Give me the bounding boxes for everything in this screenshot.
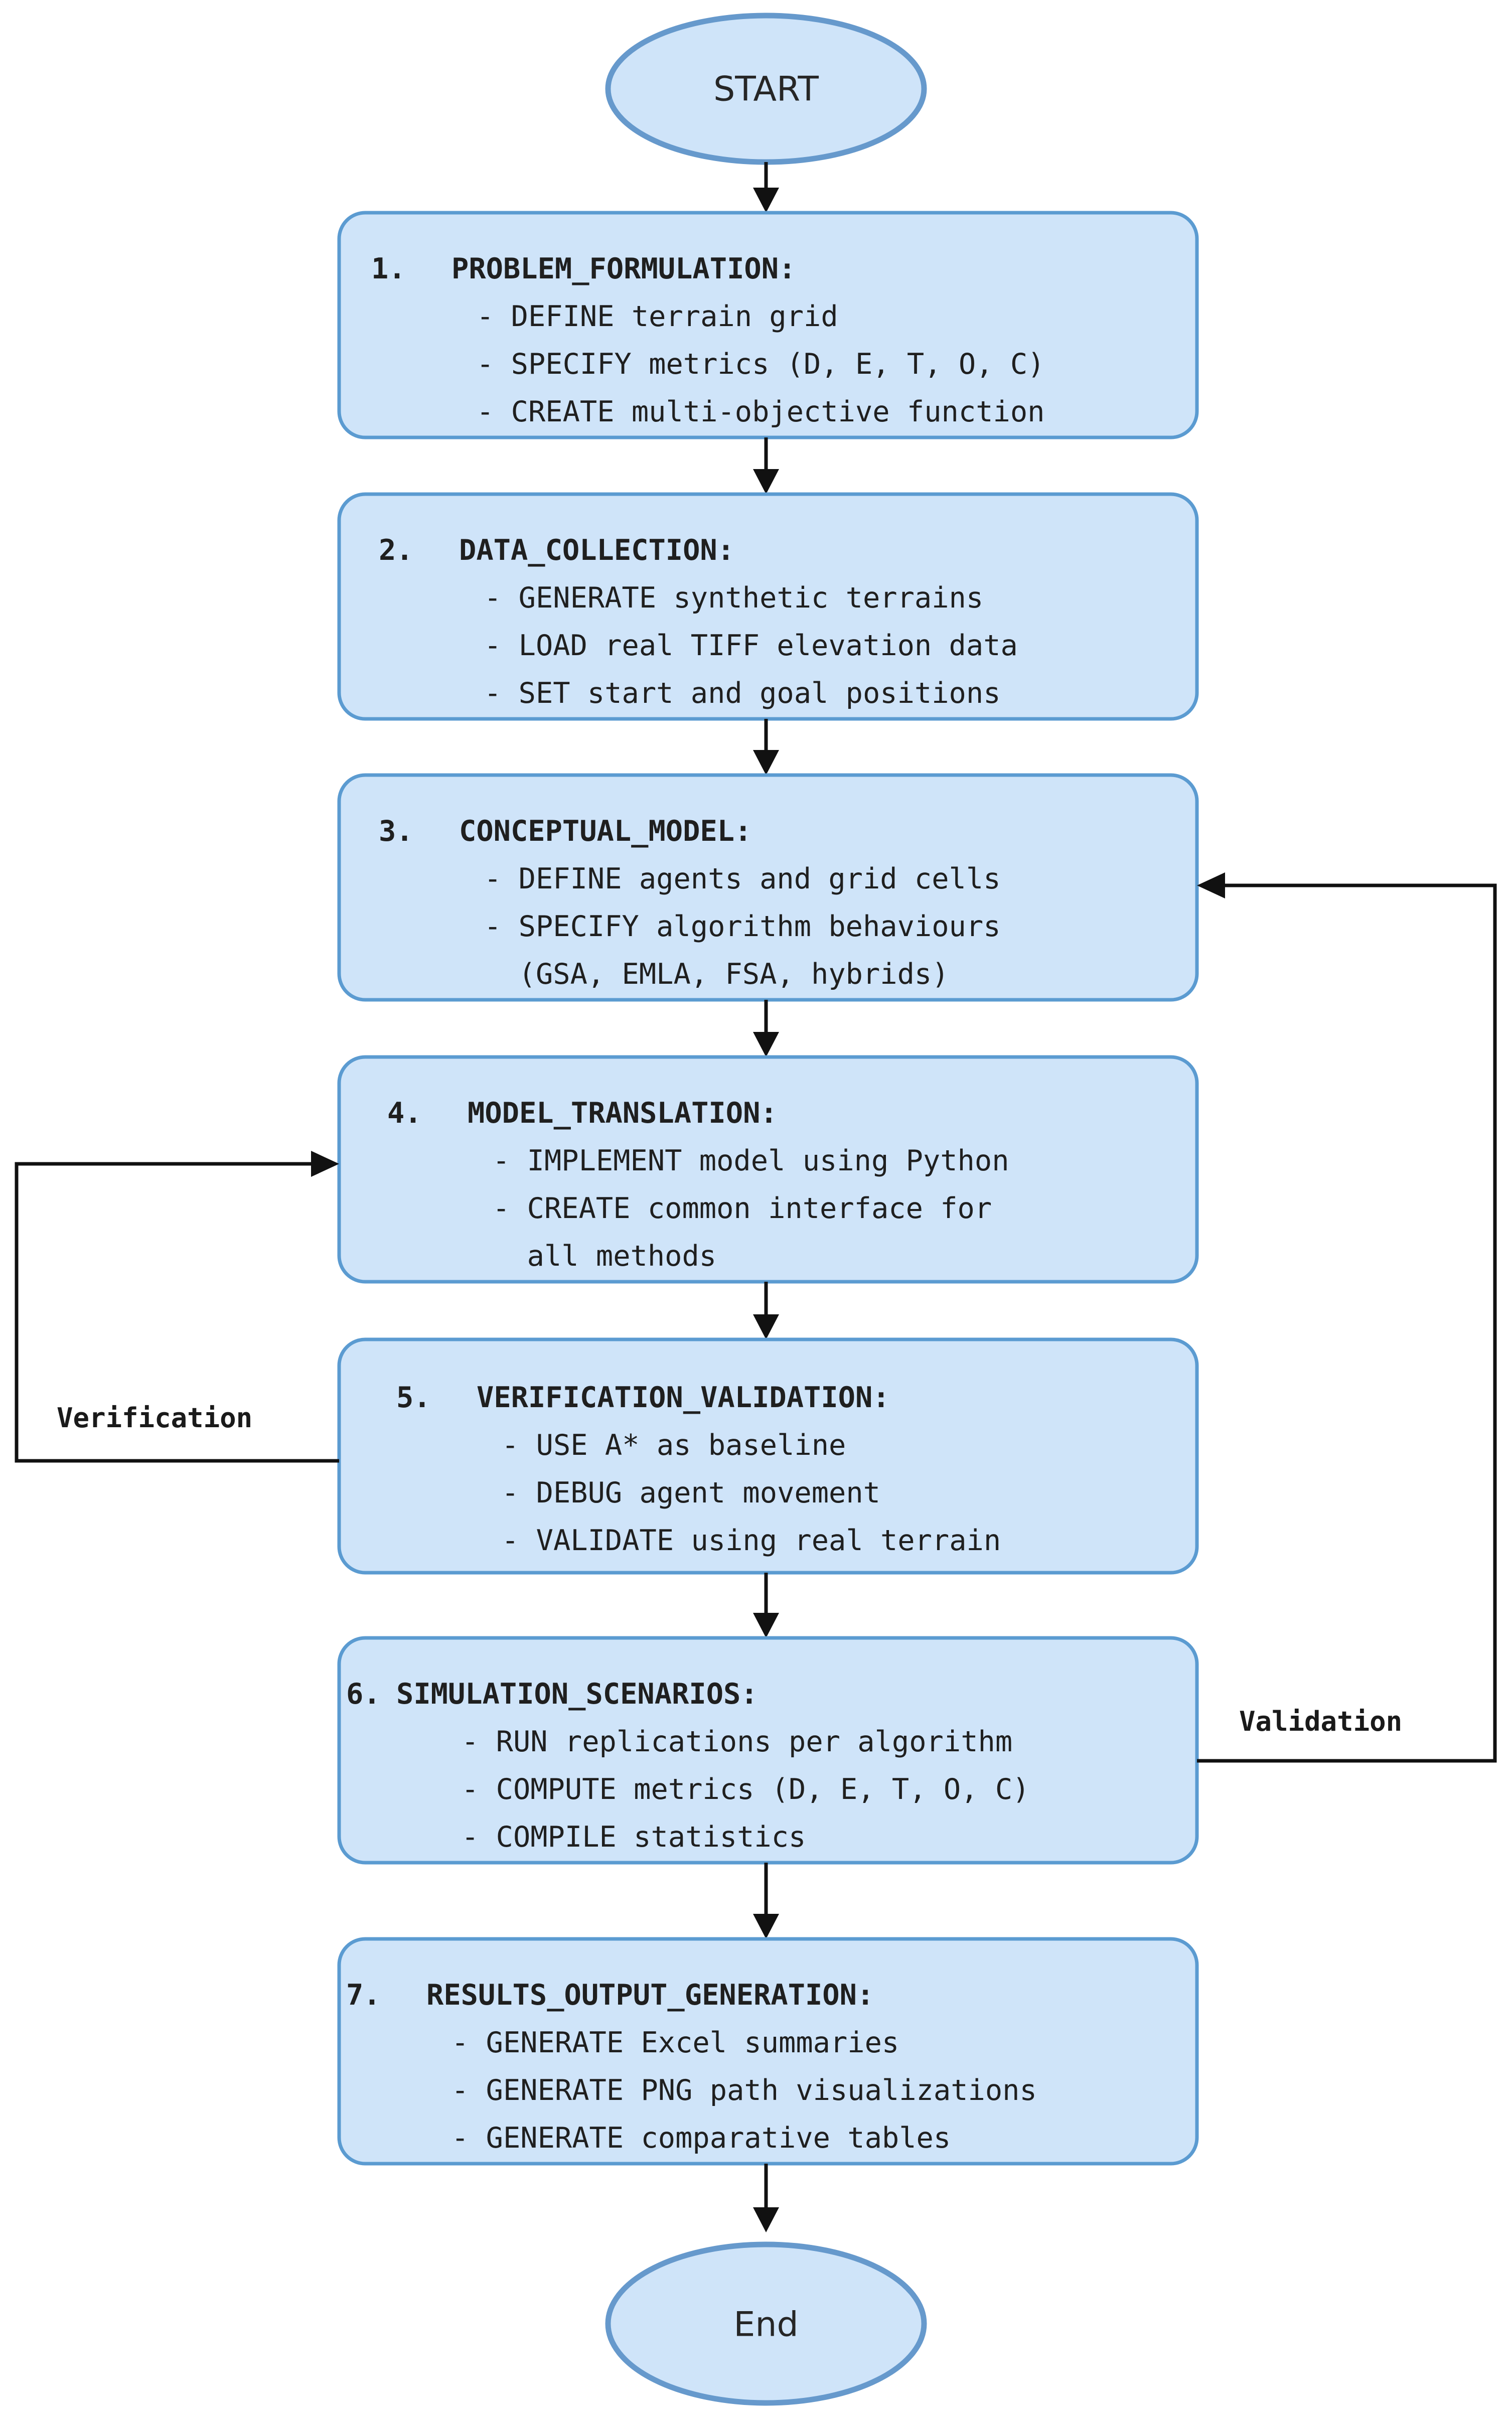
step-4-title: MODEL_TRANSLATION: [468, 1097, 778, 1130]
edge-step6-to-step7 [753, 1863, 779, 1939]
edge-step7-to-end [753, 2164, 779, 2232]
arrowhead-icon [753, 1314, 779, 1339]
edge-start-to-step1 [753, 162, 779, 213]
edge-label-verification: Verification [57, 1402, 252, 1434]
arrowhead-icon [753, 2207, 779, 2232]
step-2-item-2: - SET start and goal positions [484, 677, 1001, 710]
edge-validation-feedback: Validation [1197, 872, 1497, 1763]
step-6-item-2: - COMPILE statistics [462, 1821, 806, 1854]
edge-step3-to-step4 [753, 1000, 779, 1057]
step-2-item-0: - GENERATE synthetic terrains [484, 581, 983, 615]
step-6-rect [337, 1636, 1199, 1865]
step-2-number: 2. [379, 534, 413, 567]
step-5-rect [337, 1337, 1199, 1575]
step-3-item-1: - SPECIFY algorithm behaviours [484, 910, 1001, 943]
step-3-item-2: (GSA, EMLA, FSA, hybrids) [484, 958, 949, 991]
step-6-item-1: - COMPUTE metrics (D, E, T, O, C) [462, 1773, 1029, 1806]
step-1-rect [337, 211, 1199, 439]
step-box-2[interactable]: 2. DATA_COLLECTION: - GENERATE synthetic… [337, 492, 1199, 721]
step-box-7[interactable]: 7. RESULTS_OUTPUT_GENERATION: - GENERATE… [337, 1937, 1199, 2166]
step-7-title: RESULTS_OUTPUT_GENERATION: [426, 1979, 874, 2012]
step-box-3[interactable]: 3. CONCEPTUAL_MODEL: - DEFINE agents and… [337, 773, 1199, 1002]
step-5-item-1: - DEBUG agent movement [502, 1476, 880, 1509]
arrowhead-icon [753, 469, 779, 494]
step-4-item-0: - IMPLEMENT model using Python [493, 1144, 1009, 1177]
edge-label-validation: Validation [1239, 1706, 1402, 1737]
step-4-number: 4. [387, 1097, 422, 1130]
edge-verification-feedback: Verification [15, 1151, 339, 1463]
step-1-item-2: - CREATE multi-objective function [477, 395, 1044, 428]
step-6-title: SIMULATION_SCENARIOS: [396, 1678, 758, 1711]
step-1-number: 1. [371, 252, 406, 285]
step-2-rect [337, 492, 1199, 721]
start-label: START [713, 70, 819, 109]
arrowhead-icon [753, 1914, 779, 1939]
step-7-item-0: - GENERATE Excel summaries [451, 2026, 899, 2059]
end-ellipse [605, 2241, 927, 2406]
step-7-rect [337, 1937, 1199, 2166]
step-5-item-0: - USE A* as baseline [502, 1429, 846, 1462]
arrowhead-icon [753, 750, 779, 775]
edge-step5-to-step6 [753, 1573, 779, 1638]
step-3-item-0: - DEFINE agents and grid cells [484, 862, 1001, 895]
step-3-rect [337, 773, 1199, 1002]
step-4-item-1: - CREATE common interface for [493, 1192, 992, 1225]
step-4-item-2: all methods [493, 1240, 716, 1273]
step-6-number: 6. [346, 1678, 381, 1711]
step-6-item-0: - RUN replications per algorithm [462, 1725, 1012, 1758]
step-1-title: PROBLEM_FORMULATION: [451, 252, 796, 285]
step-2-item-1: - LOAD real TIFF elevation data [484, 629, 1018, 662]
step-7-number: 7. [346, 1979, 381, 2012]
step-1-item-1: - SPECIFY metrics (D, E, T, O, C) [477, 348, 1044, 381]
step-box-6[interactable]: 6. SIMULATION_SCENARIOS: - RUN replicati… [337, 1636, 1199, 1865]
step-4-rect [337, 1055, 1199, 1284]
arrowhead-icon [753, 188, 779, 213]
end-terminator-node[interactable]: End [605, 2241, 927, 2406]
start-terminator-node[interactable]: START [605, 13, 927, 165]
step-7-item-2: - GENERATE comparative tables [451, 2122, 951, 2155]
arrowhead-icon [753, 1032, 779, 1057]
step-7-item-1: - GENERATE PNG path visualizations [451, 2074, 1037, 2107]
step-box-4[interactable]: 4. MODEL_TRANSLATION: - IMPLEMENT model … [337, 1055, 1199, 1284]
arrowhead-icon [311, 1151, 339, 1177]
step-5-item-2: - VALIDATE using real terrain [502, 1524, 1001, 1557]
step-2-title: DATA_COLLECTION: [459, 534, 734, 567]
step-1-item-0: - DEFINE terrain grid [477, 300, 838, 333]
step-5-number: 5. [396, 1381, 431, 1414]
step-3-title: CONCEPTUAL_MODEL: [459, 815, 751, 848]
end-label: End [733, 2305, 798, 2345]
step-box-5[interactable]: 5. VERIFICATION_VALIDATION: - USE A* as … [337, 1337, 1199, 1575]
edge-step1-to-step2 [753, 437, 779, 494]
edge-step2-to-step3 [753, 719, 779, 775]
edge-step4-to-step5 [753, 1282, 779, 1339]
arrowhead-icon [1197, 872, 1225, 898]
step-box-1[interactable]: 1. PROBLEM_FORMULATION: - DEFINE terrain… [337, 211, 1199, 439]
step-5-title: VERIFICATION_VALIDATION: [477, 1381, 890, 1414]
arrowhead-icon [753, 1613, 779, 1638]
step-3-number: 3. [379, 815, 413, 848]
